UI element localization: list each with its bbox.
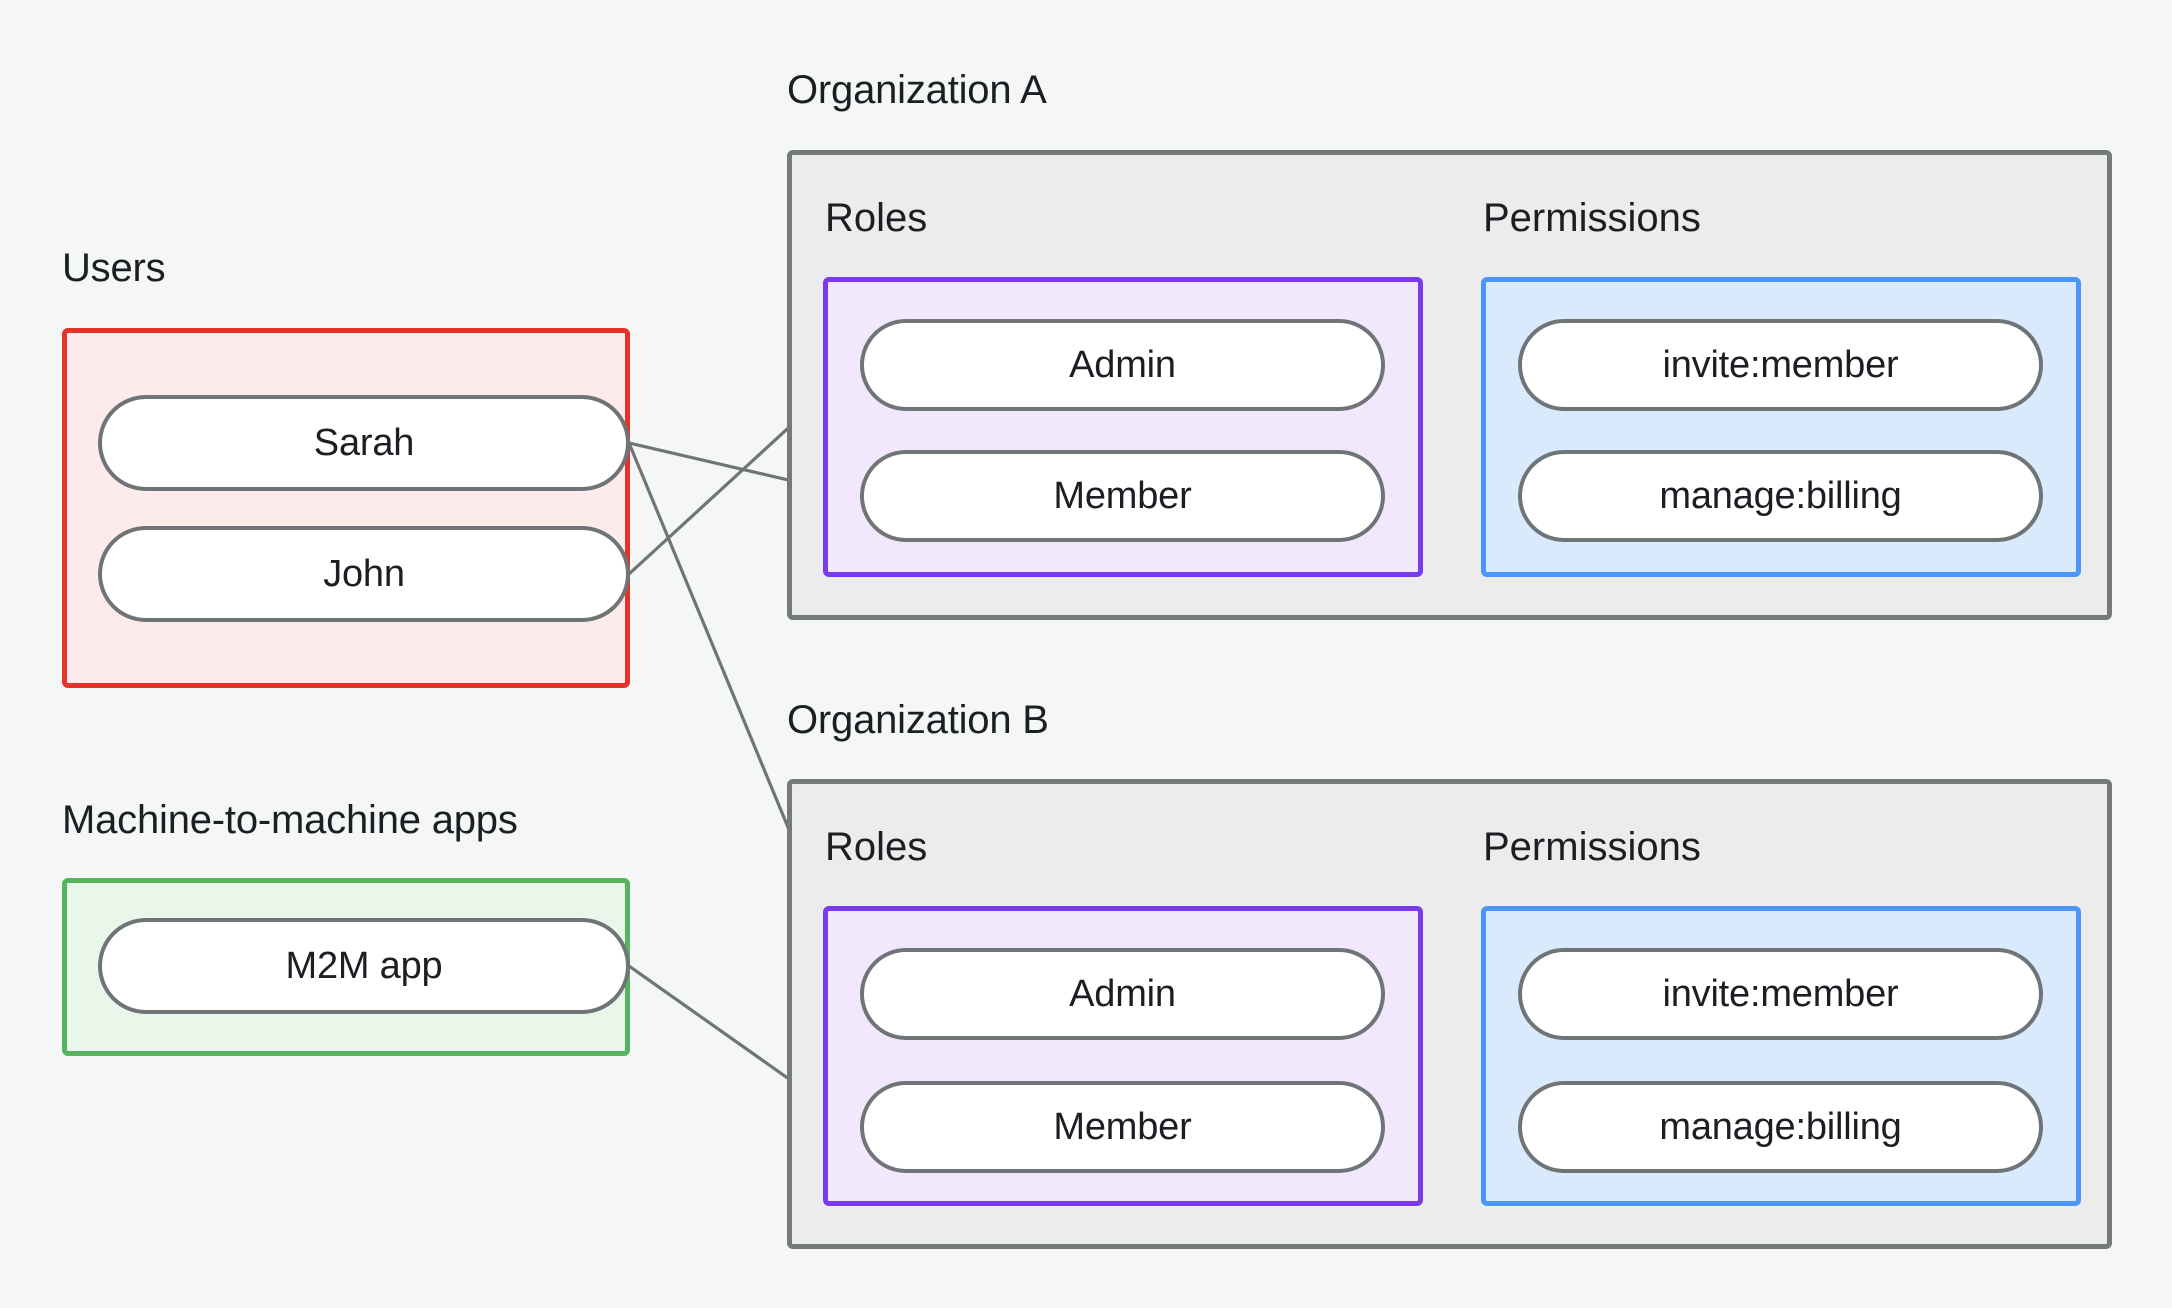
org-b-permissions-caption: Permissions bbox=[1483, 825, 1701, 869]
m2m-node-app-label: M2M app bbox=[285, 944, 443, 987]
org-a-permission-invite-member[interactable]: invite:member bbox=[1518, 319, 2043, 411]
users-caption: Users bbox=[62, 246, 166, 290]
org-a-permissions-caption: Permissions bbox=[1483, 196, 1701, 240]
org-b-role-member-label: Member bbox=[1053, 1105, 1192, 1148]
org-a-permission-invite-member-label: invite:member bbox=[1662, 343, 1899, 386]
org-b-permission-invite-member[interactable]: invite:member bbox=[1518, 948, 2043, 1040]
org-b-role-member[interactable]: Member bbox=[860, 1081, 1385, 1173]
org-b-permission-manage-billing[interactable]: manage:billing bbox=[1518, 1081, 2043, 1173]
org-a-permission-manage-billing[interactable]: manage:billing bbox=[1518, 450, 2043, 542]
user-node-john[interactable]: John bbox=[98, 526, 630, 622]
org-b-roles-caption: Roles bbox=[825, 825, 928, 869]
org-a-role-member[interactable]: Member bbox=[860, 450, 1385, 542]
org-a-roles-caption: Roles bbox=[825, 196, 928, 240]
user-node-sarah[interactable]: Sarah bbox=[98, 395, 630, 491]
org-a-role-admin[interactable]: Admin bbox=[860, 319, 1385, 411]
org-b-role-admin-label: Admin bbox=[1069, 972, 1176, 1015]
user-node-john-label: John bbox=[323, 552, 405, 595]
org-b-permission-invite-member-label: invite:member bbox=[1662, 972, 1899, 1015]
user-node-sarah-label: Sarah bbox=[313, 421, 415, 464]
org-a-caption: Organization A bbox=[787, 68, 1047, 112]
org-a-role-admin-label: Admin bbox=[1069, 343, 1176, 386]
users-group-box bbox=[62, 328, 630, 688]
m2m-caption: Machine-to-machine apps bbox=[62, 798, 518, 842]
org-b-permission-manage-billing-label: manage:billing bbox=[1659, 1105, 1902, 1148]
m2m-node-app[interactable]: M2M app bbox=[98, 918, 630, 1014]
org-b-role-admin[interactable]: Admin bbox=[860, 948, 1385, 1040]
org-a-role-member-label: Member bbox=[1053, 474, 1192, 517]
org-a-permission-manage-billing-label: manage:billing bbox=[1659, 474, 1902, 517]
org-b-caption: Organization B bbox=[787, 698, 1049, 742]
